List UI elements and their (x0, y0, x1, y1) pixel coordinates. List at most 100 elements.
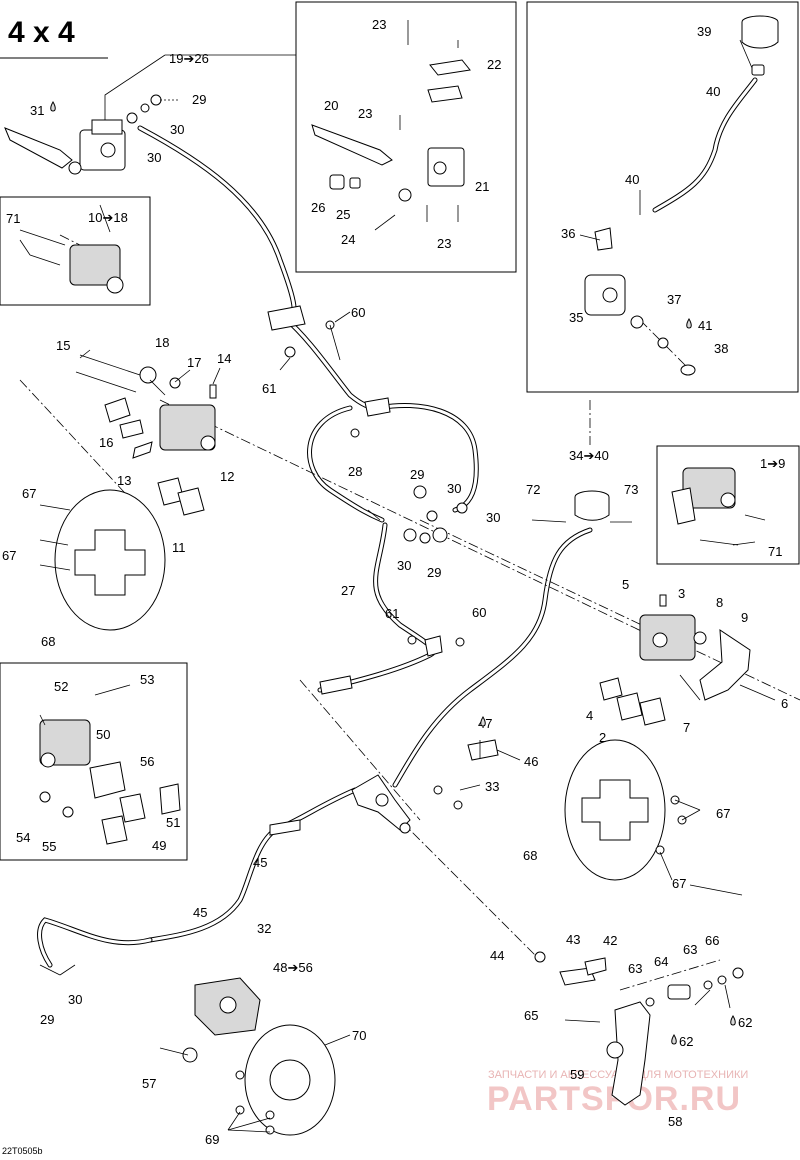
callout-15: 15 (56, 338, 70, 353)
callout-26: 26 (311, 200, 325, 215)
title-block: 4 x 4 (0, 16, 108, 59)
callout-7: 7 (683, 720, 690, 735)
callout-68: 68 (523, 848, 537, 863)
callout-31: 31 (30, 103, 44, 118)
rear-caliper-inset (39, 684, 181, 845)
callout-1-9: 1➔9 (760, 456, 785, 471)
center-fittings (267, 305, 468, 657)
oil-drop-icon (671, 1034, 677, 1045)
front-right-caliper (599, 594, 776, 726)
master-cylinder-exploded (311, 20, 471, 231)
callout-57: 57 (142, 1076, 156, 1091)
caliper-inset-upper-left (19, 229, 124, 294)
callout-36: 36 (561, 226, 575, 241)
callout-70: 70 (352, 1028, 366, 1043)
callout-58: 58 (668, 1114, 682, 1129)
front-left-caliper (75, 354, 217, 516)
callout-67: 67 (672, 876, 686, 891)
callout-65: 65 (524, 1008, 538, 1023)
callout-56: 56 (140, 754, 154, 769)
callout-34-40: 34➔40 (569, 448, 609, 463)
callout-35: 35 (569, 310, 583, 325)
leader-lines (19, 39, 753, 1133)
callout-61: 61 (262, 381, 276, 396)
oil-drop-icons (50, 101, 736, 1045)
drawing-code: 22T0505b (2, 1146, 43, 1156)
reservoir-assembly (584, 15, 779, 376)
callout-71: 71 (768, 544, 782, 559)
rear-reservoir (531, 490, 632, 523)
callout-52: 52 (54, 679, 68, 694)
callout-27: 27 (341, 583, 355, 598)
callout-29: 29 (427, 565, 441, 580)
callout-62: 62 (738, 1015, 752, 1030)
front-right-brake-disc (564, 739, 687, 881)
callout-60: 60 (351, 305, 365, 320)
oil-drop-icon (480, 716, 486, 727)
diagram-title: 4 x 4 (8, 16, 75, 49)
callout-50: 50 (96, 727, 110, 742)
callout-41: 41 (698, 318, 712, 333)
callout-43: 43 (566, 932, 580, 947)
callout-13: 13 (117, 473, 131, 488)
callout-68: 68 (41, 634, 55, 649)
callout-30: 30 (486, 510, 500, 525)
callout-25: 25 (336, 207, 350, 222)
oil-drop-icon (50, 101, 56, 112)
callout-29: 29 (410, 467, 424, 482)
callout-59: 59 (570, 1067, 584, 1082)
callout-28: 28 (348, 464, 362, 479)
rear-brake-disc (235, 1024, 336, 1136)
callout-44: 44 (490, 948, 504, 963)
callout-2: 2 (599, 730, 606, 745)
callout-33: 33 (485, 779, 499, 794)
callout-3: 3 (678, 586, 685, 601)
rear-master-cylinder (269, 675, 499, 836)
callout-30: 30 (447, 481, 461, 496)
callout-29: 29 (40, 1012, 54, 1027)
callout-63: 63 (628, 961, 642, 976)
callout-5: 5 (622, 577, 629, 592)
callout-8: 8 (716, 595, 723, 610)
callout-20: 20 (324, 98, 338, 113)
rear-caliper (159, 977, 261, 1063)
callout-29: 29 (192, 92, 206, 107)
callout-24: 24 (341, 232, 355, 247)
callout-18: 18 (155, 335, 169, 350)
callout-23: 23 (437, 236, 451, 251)
callout-10-18: 10➔18 (88, 210, 128, 225)
callout-71: 71 (6, 211, 20, 226)
rear-brake-pedal (534, 951, 744, 1106)
callout-54: 54 (16, 830, 30, 845)
callout-38: 38 (714, 341, 728, 356)
callout-6: 6 (781, 696, 788, 711)
callout-62: 62 (679, 1034, 693, 1049)
callout-66: 66 (705, 933, 719, 948)
callout-30: 30 (68, 992, 82, 1007)
callout-23: 23 (372, 17, 386, 32)
caliper-inset-right (671, 467, 766, 546)
callout-69: 69 (205, 1132, 219, 1147)
callout-30: 30 (397, 558, 411, 573)
front-left-brake-disc (39, 489, 166, 631)
callout-63: 63 (683, 942, 697, 957)
callout-23: 23 (358, 106, 372, 121)
callout-67: 67 (716, 806, 730, 821)
callout-55: 55 (42, 839, 56, 854)
callout-30: 30 (170, 122, 184, 137)
callout-17: 17 (187, 355, 201, 370)
inset-frames (0, 1, 800, 861)
callout-51: 51 (166, 815, 180, 830)
callout-45: 45 (253, 855, 267, 870)
callout-67: 67 (2, 548, 16, 563)
callout-37: 37 (667, 292, 681, 307)
callout-73: 73 (624, 482, 638, 497)
callout-42: 42 (603, 933, 617, 948)
callout-48-56: 48➔56 (273, 960, 313, 975)
callout-11: 11 (172, 540, 186, 555)
callout-12: 12 (220, 469, 234, 484)
callout-14: 14 (217, 351, 231, 366)
callout-49: 49 (152, 838, 166, 853)
callout-19-26: 19➔26 (169, 51, 209, 66)
